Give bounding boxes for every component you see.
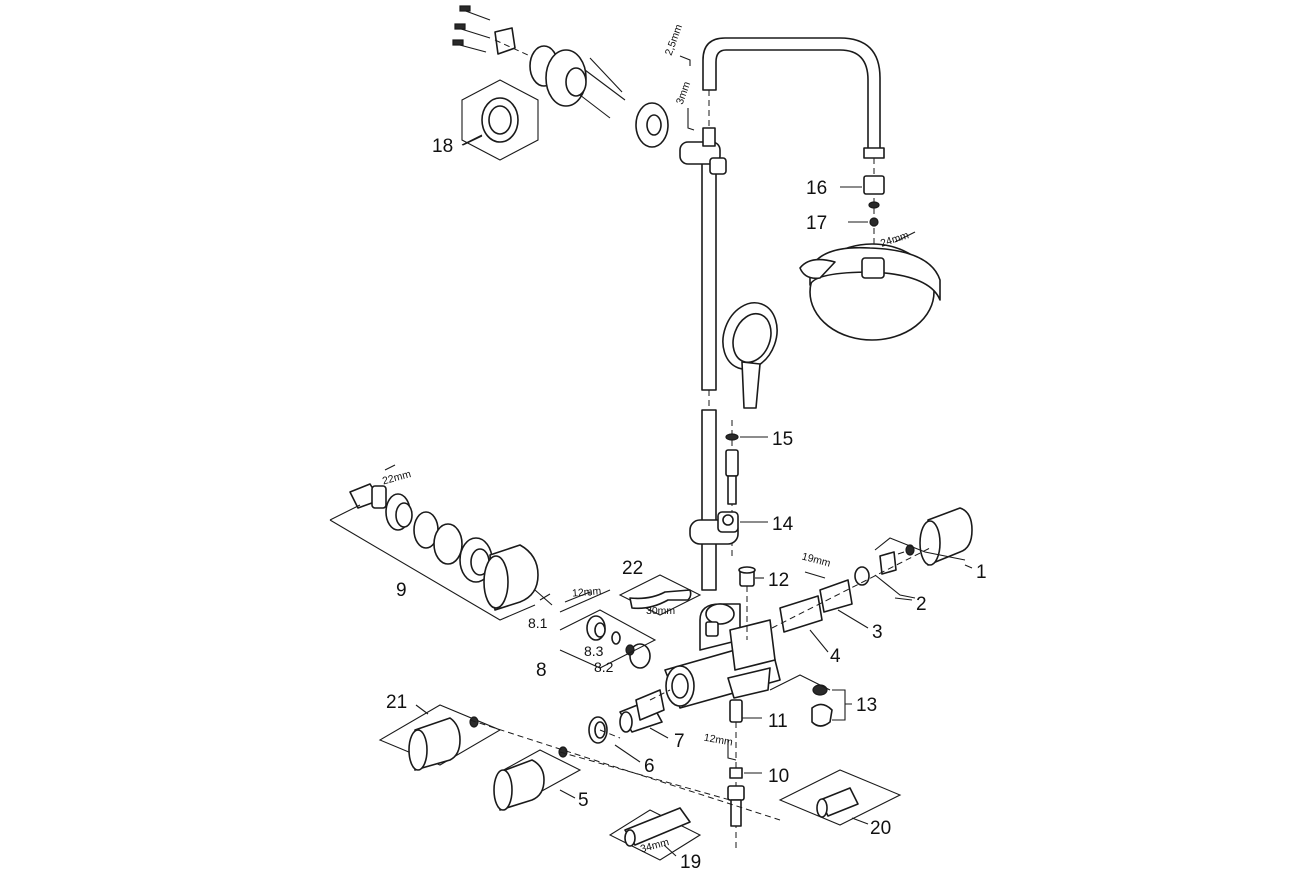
callout-16: 16 [806,178,827,199]
hand-shower [722,302,778,409]
tool-size-label: 22mm [381,468,413,487]
part-11-valve [727,699,745,850]
callout-22: 22 [622,558,643,579]
callout-numbers: 1 2 3 4 5 6 7 8 8.1 8.2 8.3 9 10 11 12 1… [386,136,987,873]
callout-13: 13 [856,695,877,716]
callout-7: 7 [674,731,685,752]
callout-8-3: 8.3 [584,643,604,659]
hex-key-icon [679,55,695,131]
tool-size-label: 12mm [572,585,602,600]
assembly-guides [469,689,781,821]
tool-size-label: 2,5mm [663,23,685,57]
part-7-cartridge [588,689,665,744]
head-shower [799,158,941,341]
tool-size-label: 12mm [703,732,734,749]
part-13-diverter [769,674,833,727]
callout-14: 14 [772,514,794,535]
part-8-assembly [559,589,657,669]
part-21-handle [378,704,502,771]
thermostat-mixer-body [664,603,781,709]
callout-17: 17 [806,213,827,234]
callout-10: 10 [768,766,789,787]
callout-11: 11 [768,711,788,732]
hose-connector [725,420,739,560]
wall-bracket [452,5,669,148]
callout-8-1: 8.1 [528,615,548,631]
tool-size-label: 30mm [646,605,675,617]
top-clamp [679,127,727,175]
riser-rail [701,149,717,591]
part-5-handle [493,746,582,811]
callout-21: 21 [386,692,407,713]
left-handle-assembly [329,464,553,621]
leader-lines [415,135,973,857]
slider-holder [689,511,739,545]
plug-cap [738,566,756,640]
callout-8: 8 [536,660,547,681]
part-22-lever [618,574,702,616]
shower-arm [702,37,885,159]
callout-18: 18 [432,136,453,157]
callout-15: 15 [772,429,793,450]
callout-20: 20 [870,818,891,839]
part-20-cartridge [778,769,902,826]
right-handle-assembly [771,507,973,633]
part-19-cartridge [608,807,702,861]
callout-12: 12 [768,570,789,591]
callout-6: 6 [644,756,655,777]
callout-9: 9 [396,580,407,601]
tool-size-label: 19mm [801,551,833,570]
tool-size-label: 3mm [674,80,693,106]
callout-5: 5 [578,790,589,811]
callout-4: 4 [830,646,841,667]
callout-8-2: 8.2 [594,659,614,675]
callout-19: 19 [680,852,701,873]
part-18-cover [461,79,539,161]
callout-1: 1 [976,562,987,583]
callout-2: 2 [916,594,927,615]
callout-3: 3 [872,622,883,643]
